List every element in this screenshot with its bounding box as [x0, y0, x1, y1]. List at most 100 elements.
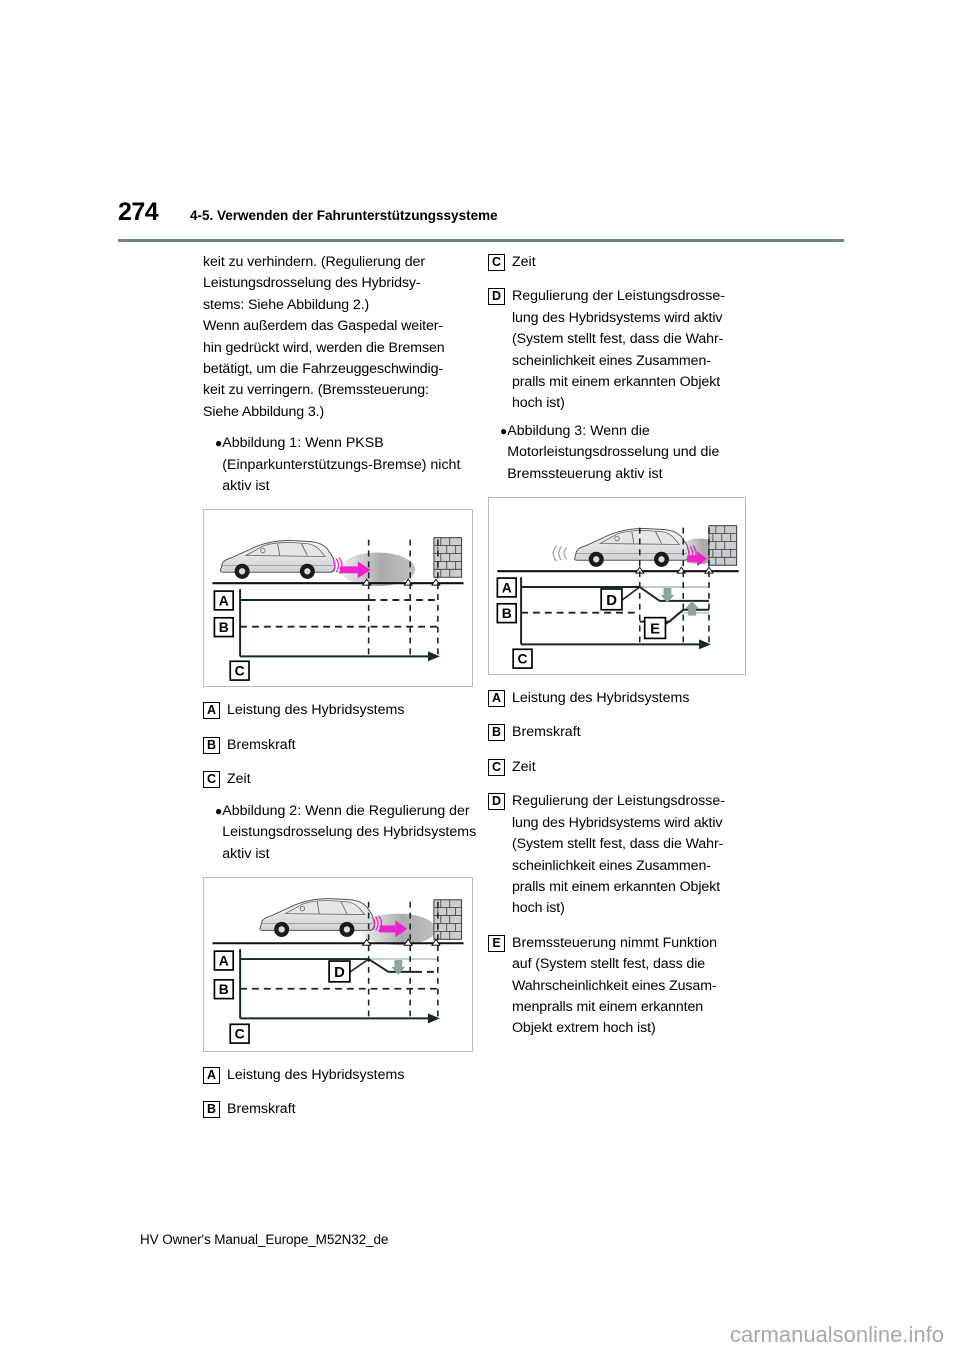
- event-gridlines: [638, 527, 710, 645]
- direction-arrow-icon: [379, 920, 408, 938]
- figure-1: A B C: [203, 509, 473, 688]
- figure-1-letter-a: A: [213, 590, 235, 612]
- letter-badge-c: C: [203, 771, 220, 789]
- legend-row-c3: C Zeit: [488, 757, 778, 778]
- figure-1-legend: A Leistung des Hybridsystems B Bremskraf…: [203, 700, 493, 790]
- letter-badge-a: A: [203, 702, 220, 720]
- tick-markers: [361, 938, 441, 946]
- cont-line-3: menpralls mit einem erkannten: [512, 998, 704, 1015]
- cont-line-2: (System stellt fest, dass die Wahr-: [512, 836, 724, 853]
- cont-line-2: (System stellt fest, dass die Wahr-: [512, 331, 724, 348]
- letter-badge-e: E: [488, 934, 505, 952]
- left-column: keit zu verhindern. (Regulierung der Lei…: [203, 252, 493, 1121]
- legend-e3-continuation: auf (System stellt fest, dass die Wahrsc…: [512, 954, 778, 1040]
- direction-arrow-icon: [687, 551, 707, 567]
- event-gridlines: [367, 901, 439, 1019]
- legend-label-e: Bremssteuerung nimmt Funktion: [512, 934, 718, 951]
- letter-badge-b: B: [203, 736, 220, 754]
- legend-row-e3: E Bremssteuerung nimmt Funktion: [488, 933, 778, 954]
- figure-3-graphic: A B C D: [496, 525, 739, 669]
- wall-icon: [708, 525, 738, 566]
- letter-badge-c: C: [488, 758, 505, 776]
- cont-line-1: lung des Hybridsystems wird aktiv: [512, 814, 723, 831]
- svg-text:C: C: [518, 651, 528, 667]
- bullet-item-abbildung-1: ● Abbildung 1: Wenn PKSB (Einparkunterst…: [203, 433, 493, 497]
- power-down-arrow-icon: [391, 959, 406, 975]
- para-line-8: Siehe Abbildung 3.): [203, 403, 325, 420]
- figure-1-graphic: A B C: [212, 537, 464, 682]
- event-gridlines: [367, 540, 439, 657]
- site-watermark: carmanualsonline.info: [729, 1322, 944, 1347]
- legend-d-top-continuation: lung des Hybridsystems wird aktiv (Syste…: [512, 308, 778, 415]
- figure-2: A B C D: [203, 876, 473, 1052]
- para-line-6: betätigt, um die Fahrzeuggeschwindig-: [203, 361, 443, 378]
- letter-badge-a: A: [488, 690, 505, 708]
- cont-line-3: scheinlichkeit eines Zusammen-: [512, 352, 711, 369]
- wall-icon: [433, 537, 463, 579]
- bullet-item-abbildung-3: ● Abbildung 3: Wenn die Motorleistungsdr…: [488, 421, 778, 485]
- figure-1-letter-c: C: [229, 660, 250, 682]
- svg-text:B: B: [502, 605, 512, 621]
- svg-text:D: D: [334, 965, 345, 981]
- svg-text:B: B: [219, 620, 229, 636]
- direction-arrow-icon: [339, 561, 371, 579]
- svg-text:C: C: [235, 663, 245, 679]
- intro-paragraph: keit zu verhindern. (Regulierung der Lei…: [203, 252, 493, 423]
- figure-3: A B C D: [488, 497, 746, 676]
- legend-row-b2: B Bremskraft: [203, 1099, 493, 1120]
- legend-row-a3: A Leistung des Hybridsystems: [488, 688, 778, 709]
- figure-3-letter-b: B: [496, 603, 517, 624]
- cont-line-5: hoch ist): [512, 900, 565, 917]
- letter-badge-b: B: [203, 1101, 220, 1119]
- svg-text:C: C: [235, 1026, 245, 1042]
- bullet-label: Abbildung 1: Wenn PKSB (Einparkunterstüt…: [222, 435, 461, 495]
- legend-label-a: Leistung des Hybridsystems: [227, 702, 405, 719]
- bullet-label: Abbildung 2: Wenn die Regulierung der Le…: [222, 802, 477, 862]
- bullet-label: Abbildung 3: Wenn die Motorleistungsdros…: [507, 422, 720, 482]
- figure-2-letter-a: A: [213, 950, 235, 971]
- header-divider: [118, 239, 844, 242]
- svg-text:A: A: [219, 952, 229, 968]
- cont-line-2: Wahrscheinlichkeit eines Zusam-: [512, 977, 717, 994]
- series-a-solid: [521, 586, 661, 602]
- para-line-7: keit zu verringern. (Bremssteuerung:: [203, 382, 429, 399]
- figure-2-letter-c: C: [229, 1023, 250, 1044]
- para-line-4: Wenn außerdem das Gaspedal weiter-: [203, 318, 444, 335]
- legend-label-a: Leistung des Hybridsystems: [227, 1066, 405, 1083]
- para-line-1: keit zu verhindern. (Regulierung der: [203, 254, 425, 270]
- cont-line-1: auf (System stellt fest, dass die: [512, 956, 706, 973]
- car-icon: [219, 540, 343, 580]
- legend-label-d: Regulierung der Leistungsdrosse-: [512, 288, 725, 305]
- svg-text:A: A: [502, 579, 512, 595]
- legend-row-b3: B Bremskraft: [488, 722, 778, 743]
- legend-label-b: Bremskraft: [512, 724, 581, 741]
- cont-line-4: Objekt extrem hoch ist): [512, 1020, 656, 1037]
- legend-d3-continuation: lung des Hybridsystems wird aktiv (Syste…: [512, 813, 778, 920]
- bullet-dot-icon: ●: [215, 803, 223, 818]
- legend-label-b: Bremskraft: [227, 736, 296, 753]
- para-line-5: hin gedrückt wird, werden die Bremsen: [203, 339, 445, 356]
- legend-row-c-top: C Zeit: [488, 252, 778, 273]
- footer-document-id: HV Owner's Manual_Europe_M52N32_de: [140, 1232, 389, 1247]
- legend-row-a: A Leistung des Hybridsystems: [203, 700, 493, 721]
- page-number: 274: [118, 198, 159, 226]
- right-column: C Zeit D Regulierung der Leistungsdrosse…: [488, 252, 778, 1040]
- cont-line-4: pralls mit einem erkannten Objekt: [512, 374, 721, 391]
- para-line-3: stems: Siehe Abbildung 2.): [203, 296, 370, 313]
- letter-badge-b: B: [488, 724, 505, 742]
- figure-3-letter-d: D: [600, 586, 641, 611]
- bullet-item-abbildung-2: ● Abbildung 2: Wenn die Regulierung der …: [203, 801, 493, 865]
- legend-row-b: B Bremskraft: [203, 735, 493, 756]
- legend-label-d: Regulierung der Leistungsdrosse-: [512, 793, 725, 810]
- cont-line-3: scheinlichkeit eines Zusammen-: [512, 857, 711, 874]
- motion-lines-icon: [552, 545, 568, 562]
- cont-line-5: hoch ist): [512, 395, 565, 412]
- svg-text:D: D: [606, 593, 617, 609]
- letter-badge-d: D: [488, 288, 505, 306]
- legend-row-c: C Zeit: [203, 769, 493, 790]
- legend-label-c: Zeit: [227, 771, 251, 788]
- letter-badge-d: D: [488, 793, 505, 811]
- figure-3-legend: A Leistung des Hybridsystems B Bremskraf…: [488, 688, 778, 1040]
- svg-text:B: B: [219, 981, 229, 997]
- header-row: 274 4-5. Verwenden der Fahrunterstützung…: [118, 198, 843, 230]
